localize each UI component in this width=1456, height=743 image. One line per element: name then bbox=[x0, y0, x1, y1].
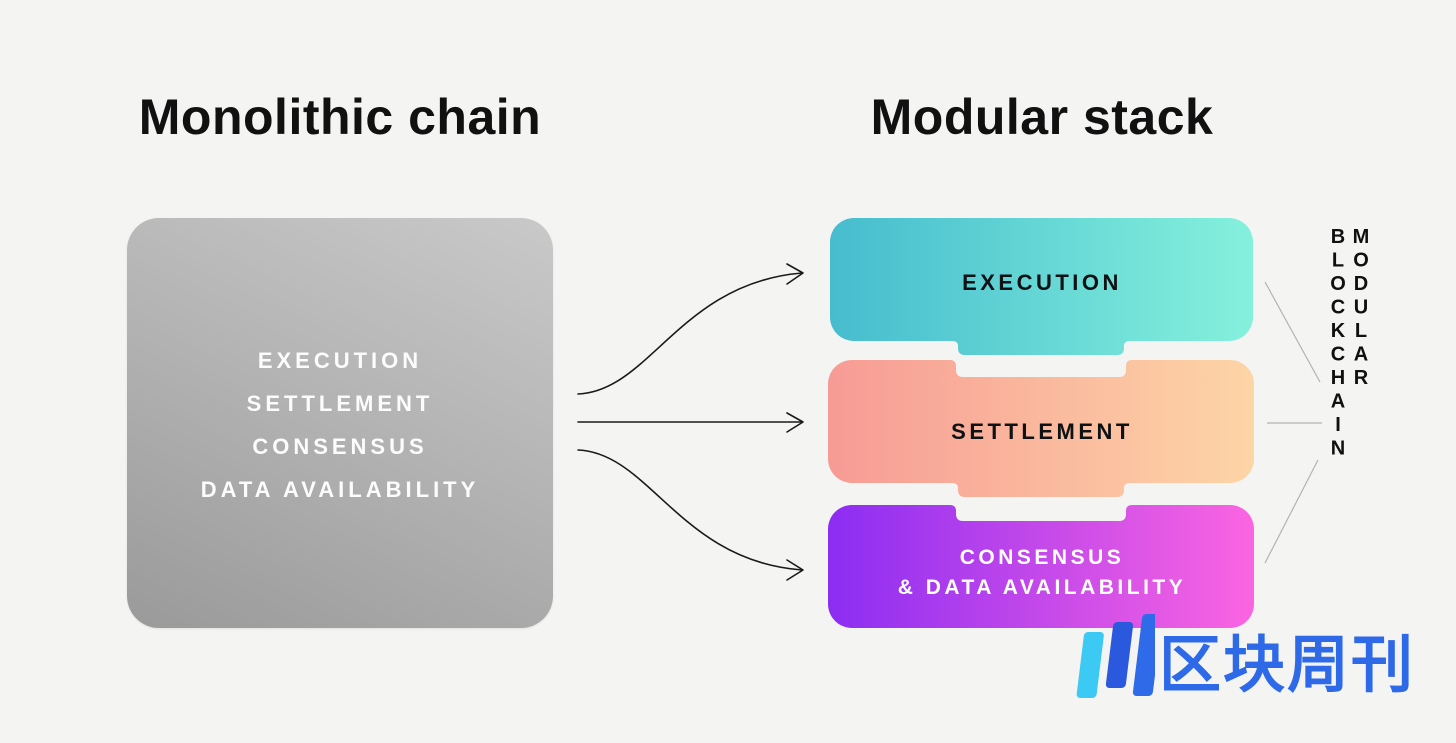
monolithic-chain-box bbox=[127, 218, 553, 628]
watermark-logo: 区块周刊 bbox=[1073, 606, 1456, 706]
converging-lines bbox=[1264, 281, 1322, 564]
modular-blockchain-side-label: MODULAR BLOCKCHAIN bbox=[1327, 226, 1372, 461]
execution-block-shape bbox=[830, 218, 1253, 355]
settlement-block-shape bbox=[828, 360, 1254, 497]
consensus-block-shape bbox=[828, 505, 1254, 628]
consensus-block-label: CONSENSUS & DATA AVAILABILITY bbox=[830, 543, 1254, 603]
line-from-execution bbox=[1264, 281, 1321, 383]
monolithic-layer-consensus: CONSENSUS bbox=[252, 434, 428, 459]
line-from-consensus bbox=[1264, 459, 1319, 564]
bar-chart-logo-icon bbox=[1076, 614, 1155, 698]
consensus-label-line2: & DATA AVAILABILITY bbox=[897, 576, 1187, 599]
watermark-text: 区块周刊 bbox=[1159, 628, 1416, 701]
monolithic-layer-execution: EXECUTION bbox=[257, 348, 423, 373]
modular-title: Modular stack bbox=[870, 89, 1214, 145]
arrow-to-execution bbox=[577, 263, 804, 395]
monolithic-layer-list: EXECUTION SETTLEMENT CONSENSUS DATA AVAI… bbox=[127, 339, 553, 511]
arrow-to-settlement bbox=[577, 412, 804, 433]
monolithic-layer-settlement: SETTLEMENT bbox=[246, 391, 434, 416]
settlement-block-label: SETTLEMENT bbox=[951, 419, 1133, 444]
monolithic-title: Monolithic chain bbox=[138, 89, 542, 145]
modular-stack-blocks bbox=[828, 218, 1254, 628]
arrow-to-consensus bbox=[577, 449, 804, 581]
execution-block-label: EXECUTION bbox=[962, 270, 1122, 295]
monolithic-layer-data-availability: DATA AVAILABILITY bbox=[200, 477, 480, 502]
consensus-label-line1: CONSENSUS bbox=[959, 546, 1125, 569]
split-arrows bbox=[577, 263, 804, 581]
